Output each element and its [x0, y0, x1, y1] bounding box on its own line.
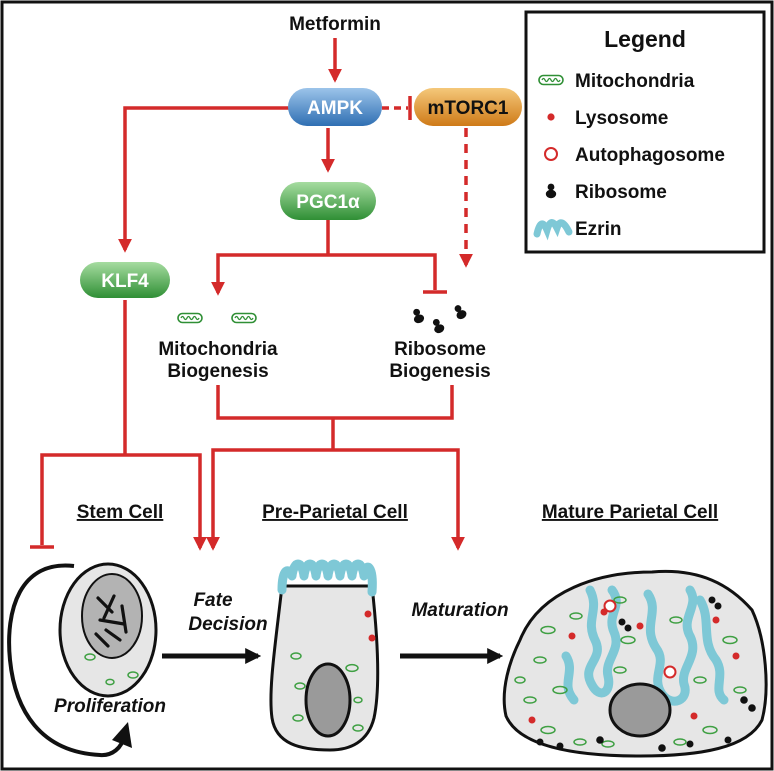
pgc1a-node: PGC1α [280, 182, 376, 220]
klf4-node: KLF4 [80, 262, 170, 298]
mtorc1-node: mTORC1 [414, 88, 522, 126]
ampk-label: AMPK [307, 98, 363, 119]
pre-parietal-title: Pre-Parietal Cell [262, 502, 408, 523]
nucleus [608, 682, 672, 738]
ribo-biogenesis-line1: Ribosome [394, 339, 486, 360]
legend-item-lysosome: Lysosome [575, 108, 668, 129]
legend-item-ribosome: Ribosome [575, 182, 667, 203]
fate-label-line2: Decision [188, 614, 267, 635]
nucleus [304, 662, 352, 738]
ezrin-microvilli [277, 559, 377, 597]
lysosome-icon [547, 113, 555, 121]
chromosome-icon [94, 594, 128, 648]
mature-parietal-title: Mature Parietal Cell [542, 502, 718, 523]
legend: Legend Mitochondria Lysosome Autophagoso… [524, 10, 766, 254]
stem-cell-title: Stem Cell [77, 502, 164, 523]
autophagosome-icon [544, 147, 558, 161]
legend-item-autophagosome: Autophagosome [575, 145, 725, 166]
fate-label-line1: Fate [193, 590, 233, 611]
maturation-label: Maturation [411, 600, 508, 621]
mitochondria-biogenesis-icon [177, 312, 257, 324]
mitochondria-icon [538, 74, 564, 86]
mtorc1-label: mTORC1 [428, 98, 509, 119]
ampk-node: AMPK [288, 88, 382, 126]
mito-biogenesis-line1: Mitochondria [158, 339, 278, 360]
legend-title: Legend [604, 26, 686, 52]
pathway-arrows [30, 38, 473, 551]
stem-cell [7, 562, 158, 758]
ribosome-biogenesis-icon [410, 302, 469, 335]
ezrin-icon [533, 219, 573, 241]
mito-biogenesis-line2: Biogenesis [167, 361, 268, 382]
pgc1a-label: PGC1α [296, 192, 360, 213]
pre-parietal-cell [269, 559, 380, 752]
legend-item-mitochondria: Mitochondria [575, 71, 695, 92]
metformin-label: Metformin [289, 14, 381, 35]
proliferation-label: Proliferation [54, 696, 166, 717]
klf4-label: KLF4 [101, 271, 149, 292]
mature-parietal-cell [502, 569, 768, 758]
legend-item-ezrin: Ezrin [575, 219, 621, 240]
ribo-biogenesis-line2: Biogenesis [389, 361, 490, 382]
